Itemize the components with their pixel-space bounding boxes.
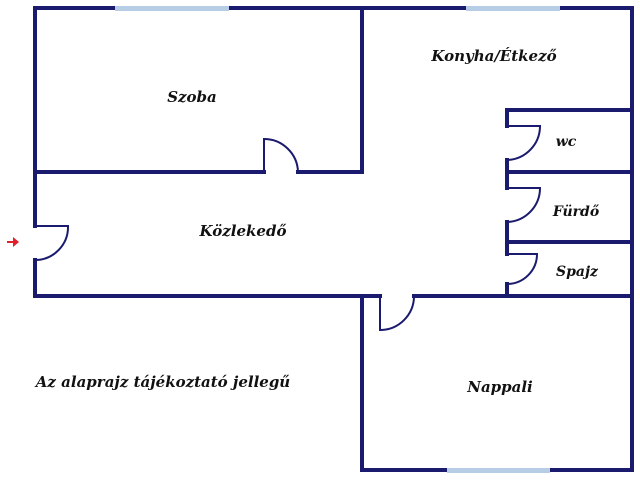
door-wc (506, 125, 542, 161)
window-konyha (466, 6, 560, 11)
door-spajz (506, 253, 539, 285)
walls (33, 6, 634, 472)
door-entrance (34, 225, 70, 261)
window-szoba (115, 6, 229, 11)
door-nappali (379, 295, 415, 332)
window-nappali (447, 468, 550, 473)
room-label-nappali: Nappali (466, 378, 533, 396)
room-label-konyha: Konyha/Étkező (430, 47, 556, 65)
door-szoba (263, 137, 299, 173)
room-label-wc: wc (556, 134, 577, 150)
disclaimer-note: Az alaprajz tájékoztató jellegű (34, 373, 291, 391)
windows (115, 6, 560, 473)
room-label-szoba: Szoba (167, 88, 217, 106)
room-label-kozlekedo: Közlekedő (199, 222, 287, 240)
doors (34, 125, 542, 332)
room-label-furdo: Fürdő (552, 204, 600, 220)
entrance-arrow-icon (7, 237, 19, 247)
door-furdo (506, 187, 542, 223)
room-label-spajz: Spajz (556, 264, 599, 280)
